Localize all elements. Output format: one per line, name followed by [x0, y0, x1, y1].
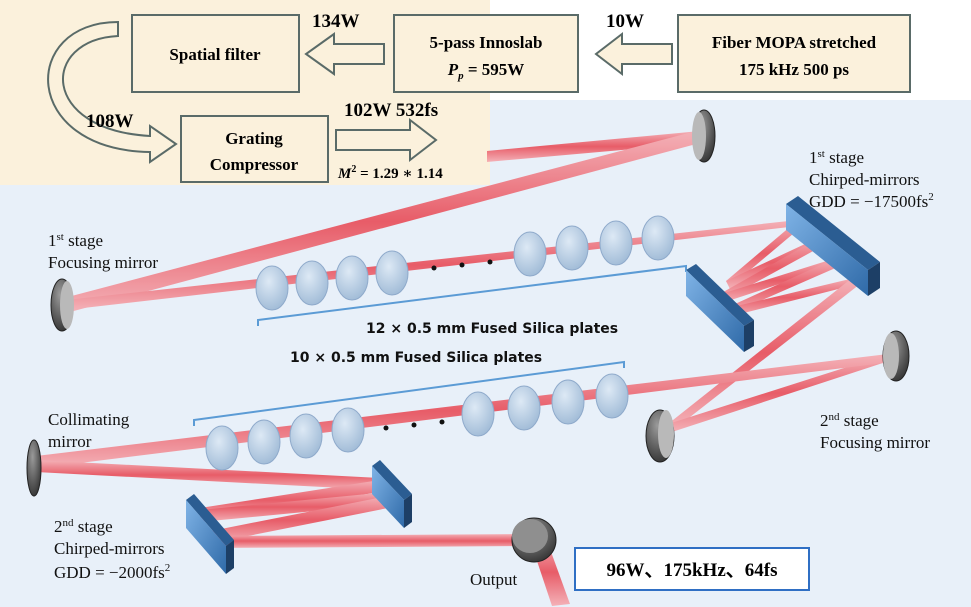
plates-stage1	[255, 215, 687, 326]
plate	[375, 250, 409, 296]
collimating-mirror-label-2: mirror	[48, 432, 92, 451]
spatial-filter-label: Spatial filter	[169, 45, 261, 64]
source-box: Fiber MOPA stretched 175 kHz 500 ps	[677, 14, 911, 93]
result-box: 96W、175kHz、64fs	[574, 547, 810, 591]
collimating-mirror	[26, 439, 42, 497]
beam-mirror-to-focusing	[64, 131, 700, 312]
beam-cm1-zig-d	[718, 258, 840, 303]
plate	[289, 413, 323, 459]
arrow-filter-to-compressor	[47, 20, 178, 164]
plates-stage2-bracket	[193, 360, 625, 426]
focusing-mirror-stage1-label-2: Focusing mirror	[48, 253, 158, 272]
focusing-mirror-stage1	[50, 278, 74, 332]
compressor-line1: Grating	[225, 129, 283, 148]
ellipsis-dot	[383, 425, 389, 431]
power-after-filter: 108W	[86, 111, 134, 132]
beam-cm2-out	[206, 534, 536, 548]
arrow-compressor-output	[335, 117, 438, 163]
chirped-stage2-gdd: GDD = −2000fs2	[54, 562, 170, 582]
beam-to-focus2	[668, 354, 892, 432]
power-after-compressor: 102W 532fs	[344, 100, 438, 121]
chirped-stage1-gdd: GDD = −17500fs2	[809, 191, 934, 211]
beam-cm1-zig-c	[718, 236, 826, 301]
compressor-box: Grating Compressor	[180, 115, 329, 183]
chirped-stage1-label: 1st stage	[809, 148, 864, 167]
ellipsis-dot	[439, 419, 445, 425]
chirped-mirror-stage1-lower	[686, 264, 754, 352]
plate	[205, 425, 239, 471]
plate	[507, 385, 541, 431]
beam-cm2-c	[200, 492, 388, 522]
plate	[331, 407, 365, 453]
focusing-mirror-stage2	[882, 330, 910, 382]
plate	[555, 225, 589, 271]
plate	[247, 419, 281, 465]
chirped-stage1-label-2: Chirped-mirrors	[809, 170, 919, 189]
ellipsis-dot	[459, 262, 465, 268]
compressor-line2: Compressor	[210, 155, 299, 174]
source-line2: 175 kHz 500 ps	[739, 60, 849, 79]
turning-mirror	[692, 109, 716, 163]
source-line1: Fiber MOPA stretched	[712, 33, 877, 52]
plate	[641, 215, 675, 261]
beam-quality: M2 = 1.29 ∗ 1.14	[337, 164, 443, 182]
ellipsis-dot	[411, 422, 417, 428]
beam-cm1-out	[668, 278, 860, 428]
plates-stage1-label: 12 × 0.5 mm Fused Silica plates	[366, 321, 618, 337]
plate	[551, 379, 585, 425]
spatial-filter-box: Spatial filter	[131, 14, 300, 93]
plates-stage2	[193, 360, 629, 471]
output-label: Output	[470, 570, 518, 589]
power-after-source: 10W	[606, 11, 644, 32]
focusing-mirror-stage2-label: 2nd stage	[820, 411, 879, 430]
plate	[295, 260, 329, 306]
chirped-stage2-label: 2nd stage	[54, 517, 113, 536]
focusing-mirror-stage2-label-2: Focusing mirror	[820, 433, 930, 452]
result-text: 96W、175kHz、64fs	[606, 560, 777, 581]
chirped-mirror-stage1-upper	[786, 196, 880, 296]
arrow-innoslab-to-filter	[304, 32, 385, 76]
ellipsis-dot	[487, 259, 493, 265]
plates-stage2-label: 10 × 0.5 mm Fused Silica plates	[290, 350, 542, 366]
chirped-mirror-stage2-left	[186, 494, 234, 574]
output-mirror	[511, 517, 557, 563]
arrow-source-to-innoslab	[594, 31, 673, 77]
collimating-mirror-label: Collimating	[48, 410, 130, 429]
ellipsis-dot	[431, 265, 437, 271]
plate	[335, 255, 369, 301]
beam-cm2-d	[206, 496, 388, 544]
innoslab-line1: 5-pass Innoslab	[430, 33, 543, 52]
plates-stage1-bracket	[257, 264, 687, 326]
beam-cm1-zig-f	[724, 278, 858, 317]
beam-input-to-mirror	[487, 131, 700, 162]
plate	[513, 231, 547, 277]
chirped-stage2-label-2: Chirped-mirrors	[54, 539, 164, 558]
plate	[599, 220, 633, 266]
beam-cm1-zig-e	[724, 258, 840, 315]
innoslab-box: 5-pass Innoslab Pp = 595W	[393, 14, 579, 93]
chirped-mirror-stage2-right	[372, 460, 412, 528]
return-mirror-stage2	[645, 409, 675, 463]
innoslab-line2: Pp = 595W	[447, 60, 525, 82]
beam-cm1-zig-a	[726, 220, 800, 287]
power-after-innoslab: 134W	[312, 11, 360, 32]
plate	[595, 373, 629, 419]
beam-cm2-a	[36, 460, 380, 490]
plate	[461, 391, 495, 437]
plate	[255, 265, 289, 311]
focusing-mirror-stage1-label: 1st stage	[48, 231, 103, 250]
